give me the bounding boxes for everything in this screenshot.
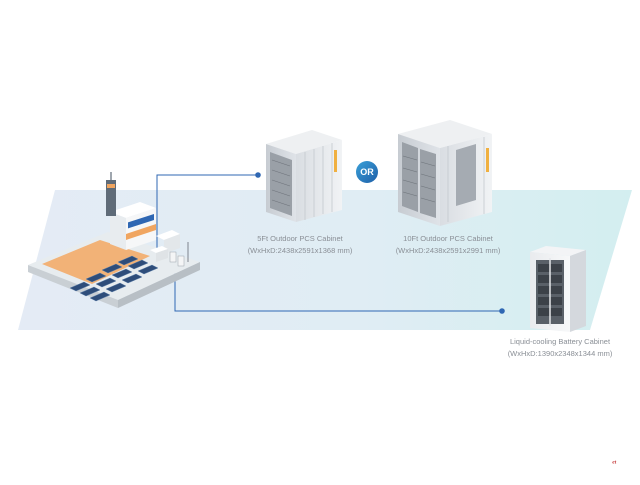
pcs-5ft-name: 5Ft Outdoor PCS Cabinet <box>257 234 343 243</box>
battery-cabinet-illustration <box>530 246 586 332</box>
pcs-10ft-dims: (WxHxD:2438x2591x2991 mm) <box>395 246 501 255</box>
caption-pcs-10ft: 10Ft Outdoor PCS Cabinet (WxHxD:2438x259… <box>380 233 516 257</box>
caption-battery: Liquid-cooling Battery Cabinet (WxHxD:13… <box>492 336 628 360</box>
caption-pcs-5ft: 5Ft Outdoor PCS Cabinet (WxHxD:2438x2591… <box>232 233 368 257</box>
pcs-10ft-name: 10Ft Outdoor PCS Cabinet <box>403 234 493 243</box>
background-band <box>18 190 632 330</box>
pcs-5ft-cabinet-illustration <box>266 130 342 222</box>
connector-dot-pcs <box>255 172 261 178</box>
watermark-logo: ᵉᵗ <box>612 458 617 468</box>
battery-name: Liquid-cooling Battery Cabinet <box>509 337 611 346</box>
pcs-10ft-cabinet-illustration <box>398 120 492 226</box>
pcs-5ft-dims: (WxHxD:2438x2591x1368 mm) <box>247 246 353 255</box>
factory-site-illustration <box>28 172 200 308</box>
battery-dims: (WxHxD:1390x2348x1344 mm) <box>507 349 613 358</box>
or-badge: OR <box>356 161 378 183</box>
connector-to-pcs <box>156 174 258 248</box>
connector-dot-battery <box>499 308 505 314</box>
